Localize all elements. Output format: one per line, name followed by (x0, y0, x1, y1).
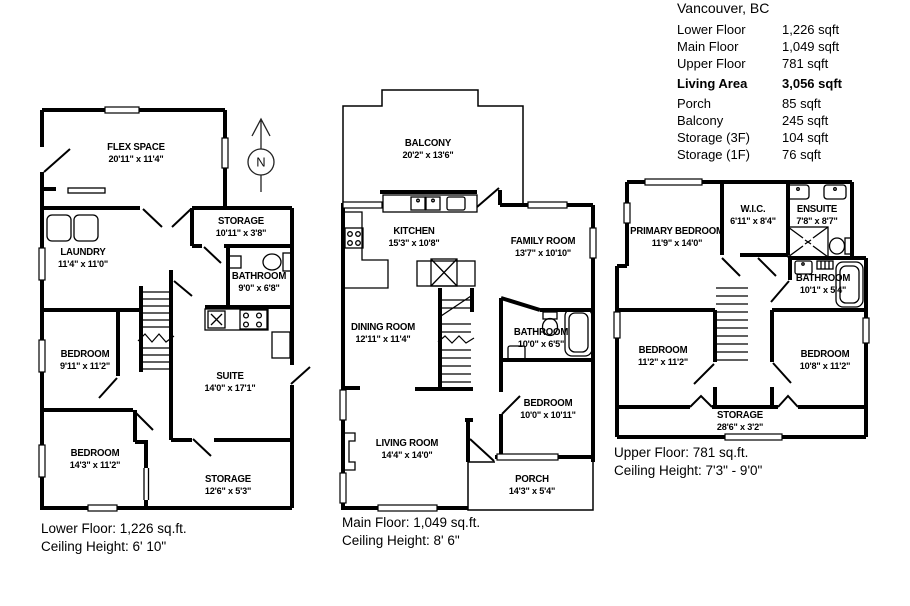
upper-floor-walls (615, 180, 868, 439)
bath-sink-icon (794, 260, 813, 275)
room-label-storage-lower: STORAGE 10'11" x 3'8" (215, 216, 267, 239)
room-label-porch: PORCH 14'3" x 5'4" (508, 474, 556, 497)
ensuite-vanity (786, 184, 847, 200)
room-label-bedroom1-lower: BEDROOM 9'11" x 11'2" (59, 349, 111, 372)
room-label-kitchen: KITCHEN 15'3" x 10'8" (388, 226, 440, 249)
north-arrow-icon (247, 117, 275, 192)
room-label-bedroom-main: BEDROOM 10'0" x 10'11" (520, 398, 576, 421)
counter-L (345, 211, 389, 289)
area-row-lower-floor: Lower Floor 1,226 sqft (677, 22, 840, 37)
area-row-storage-1f: Storage (1F) 76 sqft (677, 147, 822, 162)
upper-floor-area-text: Upper Floor: 781 sq.ft. (614, 445, 749, 460)
main-floor-balcony-outline (342, 89, 524, 203)
room-label-bedroom2-upper: BEDROOM 10'8" x 11'2" (799, 349, 851, 372)
porch-outline (467, 461, 594, 511)
room-label-primary-bedroom: PRIMARY BEDROOM 11'9" x 14'0" (630, 226, 724, 249)
main-floor-windows (339, 201, 597, 512)
lower-floor-area-text: Lower Floor: 1,226 sq.ft. (41, 521, 187, 536)
lower-floor-doors (43, 148, 311, 500)
bath-grate (816, 260, 834, 270)
room-label-storage2-lower: STORAGE 12'6" x 5'3" (204, 474, 252, 497)
kitchen-counter (382, 194, 478, 213)
bathtub-icon (564, 308, 593, 357)
room-label-wic: W.I.C. 6'11" x 8'4" (730, 204, 776, 227)
room-label-bedroom2-lower: BEDROOM 14'3" x 11'2" (69, 448, 121, 471)
toilet-icon (828, 237, 853, 255)
main-floor-ceiling-text: Ceiling Height: 8' 6" (342, 532, 460, 548)
basin-icon (446, 196, 466, 211)
area-row-main-floor: Main Floor 1,049 sqft (677, 39, 840, 54)
toilet-icon (262, 252, 292, 272)
room-label-storage-upper: STORAGE 28'6" x 3'2" (716, 410, 764, 433)
room-label-bathroom-lower: BATHROOM 9'0" x 6'8" (231, 271, 287, 294)
area-summary-table: Vancouver, BC Lower Floor 1,226 sqft Mai… (677, 0, 905, 163)
room-label-dining-room: DINING ROOM 12'11" x 11'4" (350, 322, 416, 345)
washer-icon (46, 214, 72, 242)
room-label-ensuite: ENSUITE 7'8" x 8'7" (796, 204, 838, 227)
lower-floor-ceiling-text: Ceiling Height: 6' 10" (41, 538, 167, 554)
bathtub-icon (835, 261, 864, 308)
main-floor-walls (341, 190, 595, 510)
main-floor-caption: Main Floor: 1,049 sq.ft. Ceiling Height:… (342, 514, 480, 549)
stairs-main (437, 295, 475, 383)
toilet-icon (541, 311, 559, 337)
stairs-upper (716, 287, 748, 361)
dryer-icon (73, 214, 99, 242)
upper-floor-caption: Upper Floor: 781 sq.ft. Ceiling Height: … (614, 444, 762, 479)
lower-floor-walls (40, 108, 294, 510)
upper-floor-doors (689, 257, 799, 408)
fireplace-icon (343, 432, 356, 471)
lower-floor-fixtures (46, 187, 292, 370)
room-label-family-room: FAMILY ROOM 13'7" x 10'10" (510, 236, 576, 259)
lower-floor-caption: Lower Floor: 1,226 sq.ft. Ceiling Height… (41, 520, 187, 555)
main-floor-doors (469, 187, 521, 462)
area-row-living-area: Living Area 3,056 sqft (677, 76, 842, 91)
shower-icon (787, 226, 829, 258)
sink-icon (228, 255, 242, 269)
compass-north-label: N (256, 154, 266, 170)
location-title: Vancouver, BC (677, 0, 770, 16)
area-row-porch: Porch 85 sqft (677, 96, 822, 111)
area-row-balcony: Balcony 245 sqft (677, 113, 829, 128)
upper-floor-ceiling-text: Ceiling Height: 7'3" - 9'0" (614, 462, 763, 478)
stairs-lower (137, 291, 175, 370)
half-wall (67, 187, 106, 194)
room-label-balcony: BALCONY 20'2" x 13'6" (402, 138, 454, 161)
upper-floor-windows (613, 178, 870, 441)
main-floor-area-text: Main Floor: 1,049 sq.ft. (342, 515, 481, 530)
upper-floor-fixtures (716, 184, 864, 361)
room-label-bathroom-main: BATHROOM 10'0" x 6'5" (513, 327, 569, 350)
room-label-suite: SUITE 14'0" x 17'1" (204, 371, 256, 394)
area-row-upper-floor: Upper Floor 781 sqft (677, 56, 829, 71)
lower-floor-windows (38, 106, 229, 512)
room-label-bedroom1-upper: BEDROOM 11'2" x 11'2" (637, 345, 689, 368)
suite-kitchenette (204, 308, 291, 359)
room-label-flex-space: FLEX SPACE 20'11" x 11'4" (107, 142, 165, 165)
room-label-bathroom-upper: BATHROOM 10'1" x 5'4" (795, 273, 851, 296)
stove-icon (344, 227, 364, 249)
kitchen-island (416, 258, 476, 287)
fridge-icon (271, 331, 291, 359)
sink-icon (507, 345, 526, 361)
room-label-living-room: LIVING ROOM 14'4" x 14'0" (375, 438, 439, 461)
room-label-laundry: LAUNDRY 11'4" x 11'0" (57, 247, 109, 270)
area-row-storage-3f: Storage (3F) 104 sqft (677, 130, 829, 145)
main-floor-fixtures (343, 194, 594, 511)
